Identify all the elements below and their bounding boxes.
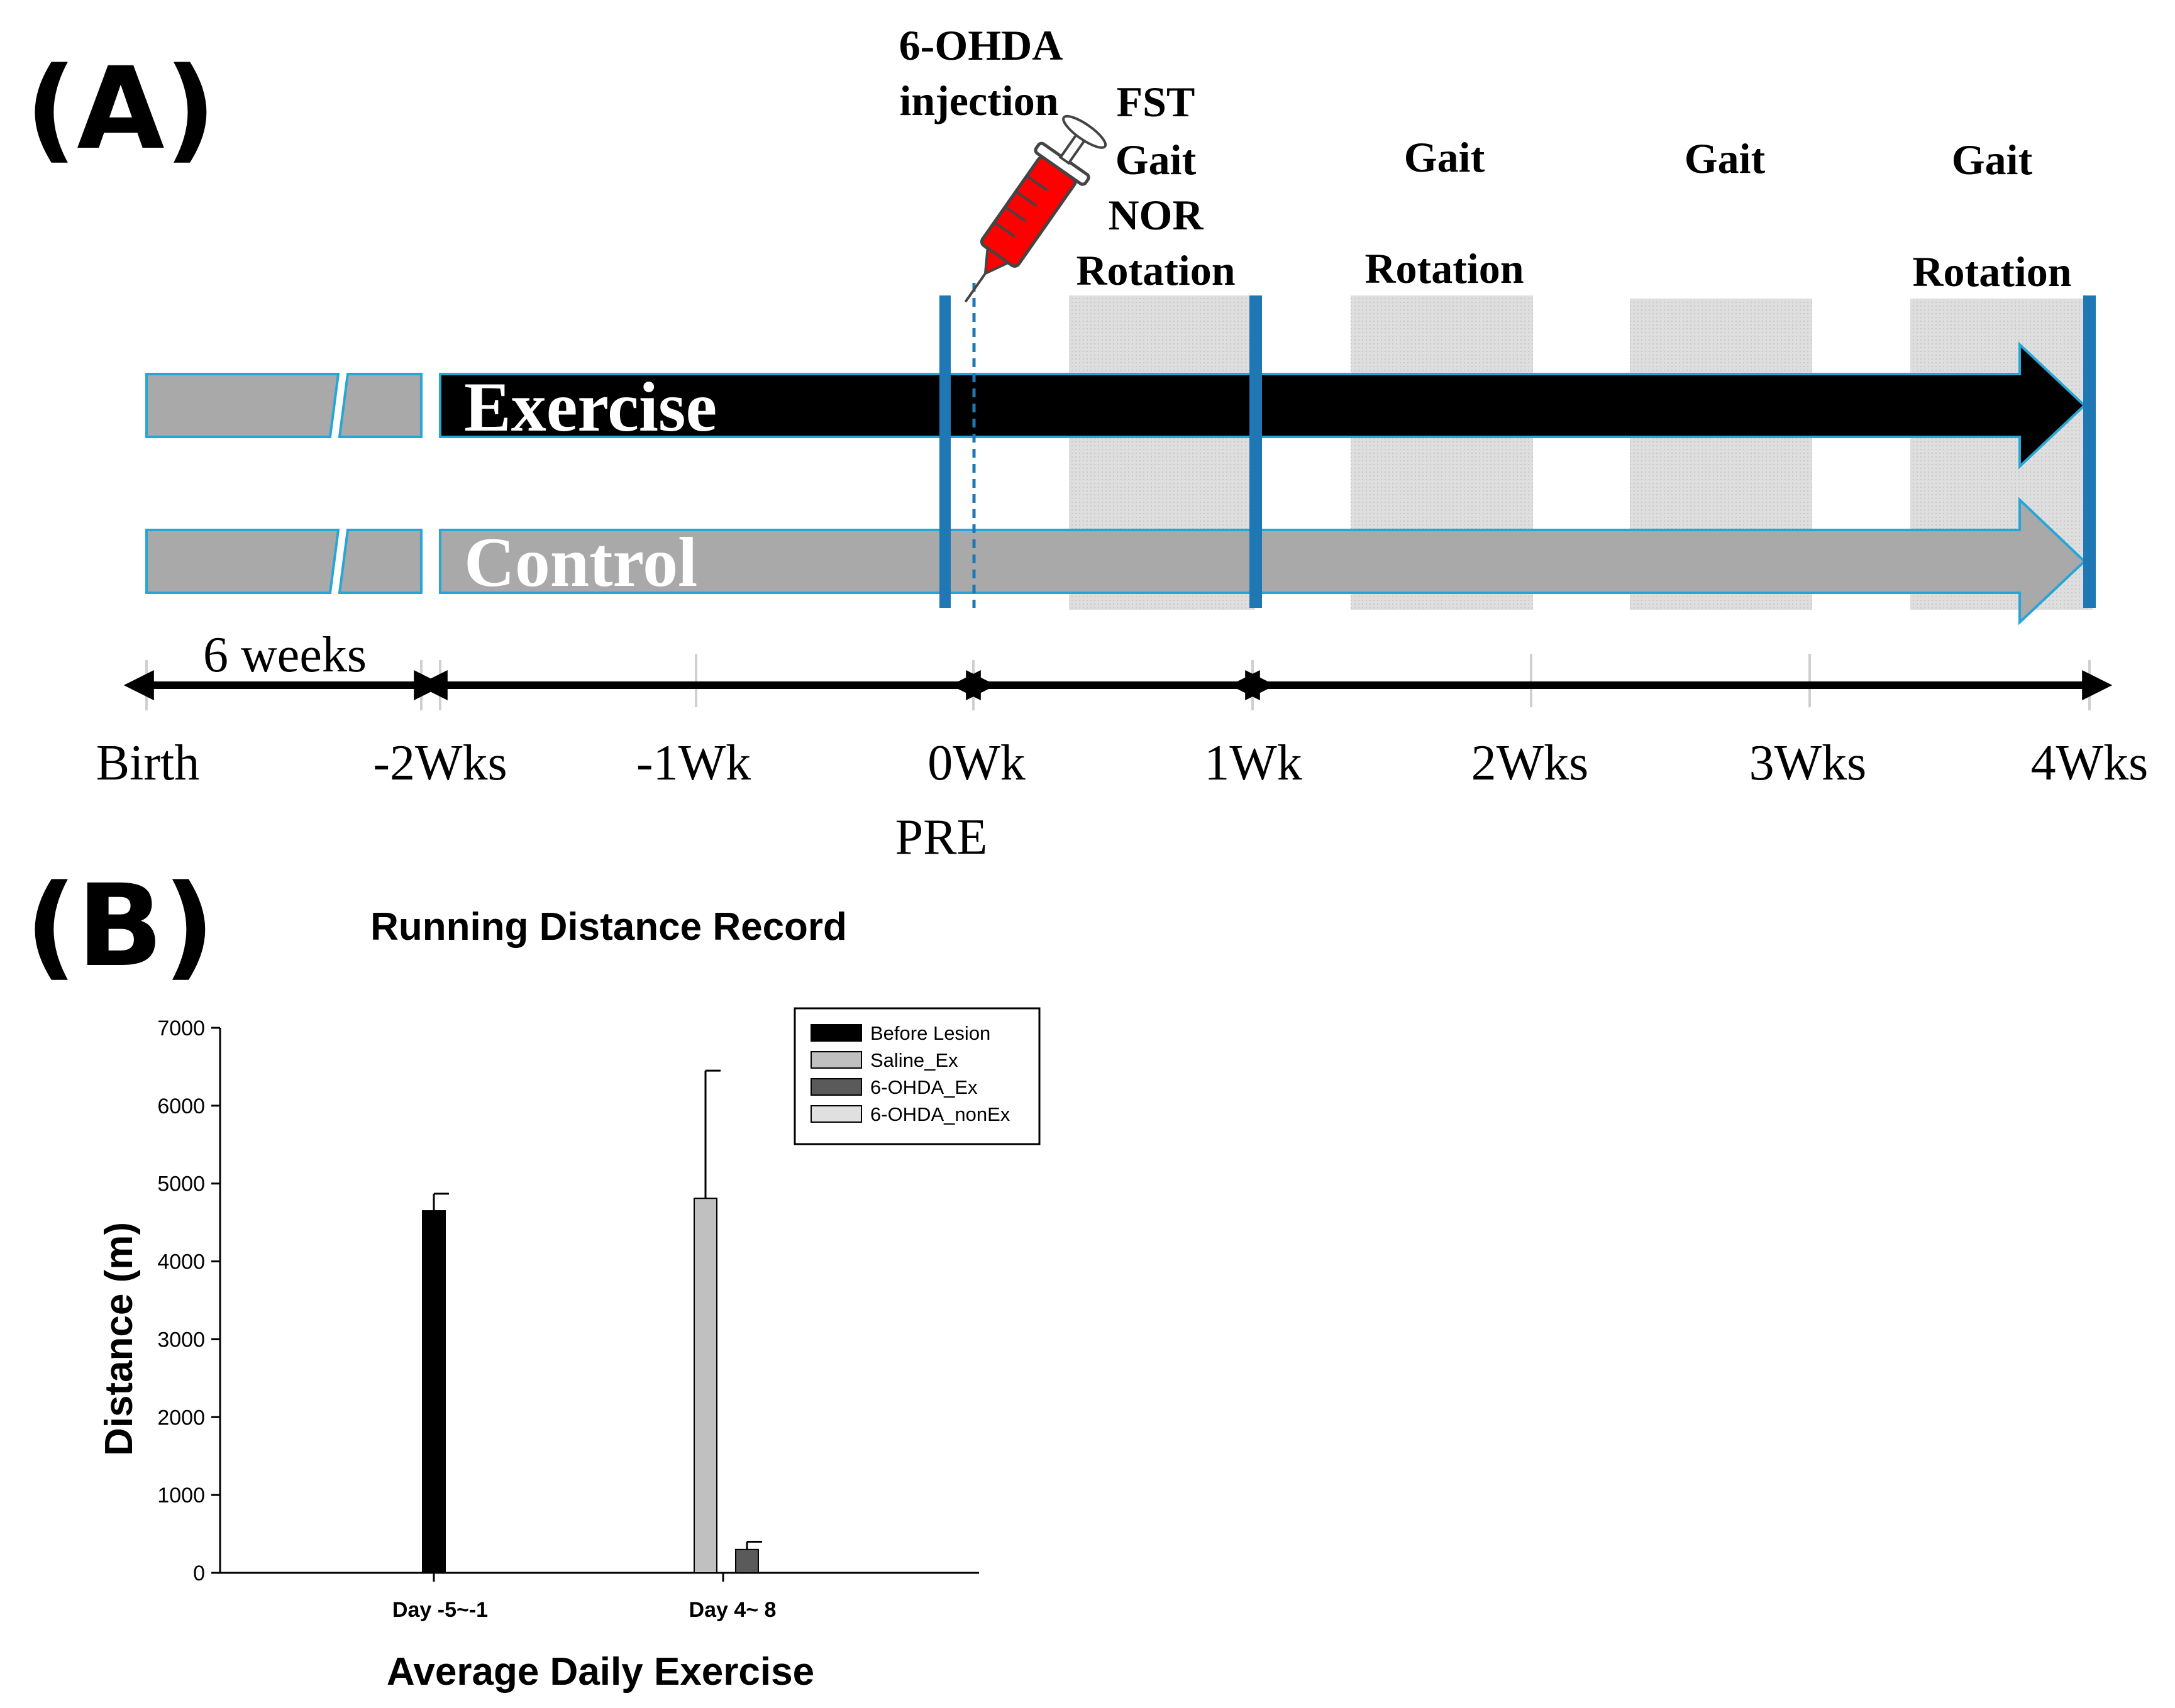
panel-a-label: (A)	[25, 43, 216, 175]
y-tick-label: 3000	[157, 1328, 205, 1352]
event-label: Rotation	[1912, 248, 2071, 295]
control-prebar	[145, 529, 423, 594]
control-label: Control	[464, 524, 697, 602]
bar	[735, 1548, 759, 1573]
legend-swatch	[811, 1105, 862, 1123]
panel-a: (A) Exercise Control	[25, 21, 2148, 865]
y-tick-label: 1000	[157, 1484, 205, 1507]
event-label: Rotation	[1364, 245, 1524, 292]
y-tick-label: 0	[193, 1562, 205, 1585]
timeline-tick: -1Wk	[636, 736, 751, 791]
bar	[422, 1210, 446, 1574]
legend-swatch	[811, 1051, 862, 1069]
event-label: Gait	[1952, 136, 2033, 184]
exercise-arrow	[439, 341, 2086, 470]
exercise-prebar	[145, 373, 423, 438]
week2-event-labels: Gait Rotation	[1364, 133, 1524, 292]
injection-event-labels: 6-OHDA injection	[899, 21, 1063, 124]
y-tick-label: 4000	[157, 1250, 205, 1274]
week1-event-labels: FST Gait NOR Rotation	[1076, 78, 1235, 294]
timeline-tick: 3Wks	[1749, 736, 1867, 791]
pre-label: PRE	[895, 810, 988, 865]
legend-swatch	[811, 1078, 862, 1096]
timeline-tick: 2Wks	[1471, 736, 1589, 791]
span-label: 6 weeks	[203, 627, 367, 683]
timeline-tick: -2Wks	[373, 736, 507, 791]
control-arrow	[439, 497, 2086, 625]
event-label: NOR	[1108, 191, 1204, 239]
legend-label: Saline_Ex	[870, 1049, 958, 1071]
week4-marker-line	[2083, 295, 2096, 608]
exercise-label: Exercise	[464, 368, 717, 446]
timeline-tick: 4Wks	[2031, 736, 2149, 791]
timeline-tick: 0Wk	[927, 736, 1026, 791]
week3-event-labels: Gait	[1685, 135, 1766, 182]
week4-event-labels: Gait Rotation	[1912, 136, 2071, 295]
legend-label: 6-OHDA_nonEx	[870, 1103, 1010, 1125]
legend-label: 6-OHDA_Ex	[870, 1076, 978, 1098]
chart-title: Running Distance Record	[370, 905, 847, 949]
timeline-tick: 1Wk	[1204, 736, 1302, 791]
week1-marker-line	[1249, 295, 1262, 608]
x-tick-label: Day 4~ 8	[689, 1598, 777, 1622]
legend-swatch	[811, 1024, 862, 1042]
event-label: 6-OHDA	[899, 21, 1063, 69]
y-tick-label: 6000	[157, 1094, 205, 1118]
x-axis-label: Average Daily Exercise	[387, 1650, 814, 1694]
pre-marker-line	[939, 295, 951, 608]
event-label: Gait	[1404, 133, 1485, 181]
x-tick-label: Day -5~-1	[392, 1598, 488, 1622]
syringe-icon	[964, 114, 1107, 303]
event-label: Rotation	[1076, 246, 1235, 294]
event-label: Gait	[1115, 136, 1197, 184]
event-label: FST	[1117, 78, 1195, 126]
panel-b: (B) Running Distance Record Average Dail…	[25, 861, 1041, 1694]
timeline: 6 weeks Birth -2Wks -1Wk 0Wk 1Wk 2Wks 3W…	[96, 627, 2149, 865]
bar	[694, 1198, 717, 1574]
y-tick-label: 2000	[157, 1406, 205, 1430]
legend-label: Before Lesion	[870, 1022, 990, 1044]
y-tick-label: 7000	[157, 1017, 205, 1040]
timeline-tick: Birth	[96, 736, 199, 791]
panel-b-label: (B)	[25, 861, 215, 992]
y-tick-label: 5000	[157, 1172, 205, 1196]
event-label: injection	[899, 77, 1058, 124]
event-label: Gait	[1685, 135, 1766, 182]
y-axis-label: Distance (m)	[97, 1222, 141, 1456]
